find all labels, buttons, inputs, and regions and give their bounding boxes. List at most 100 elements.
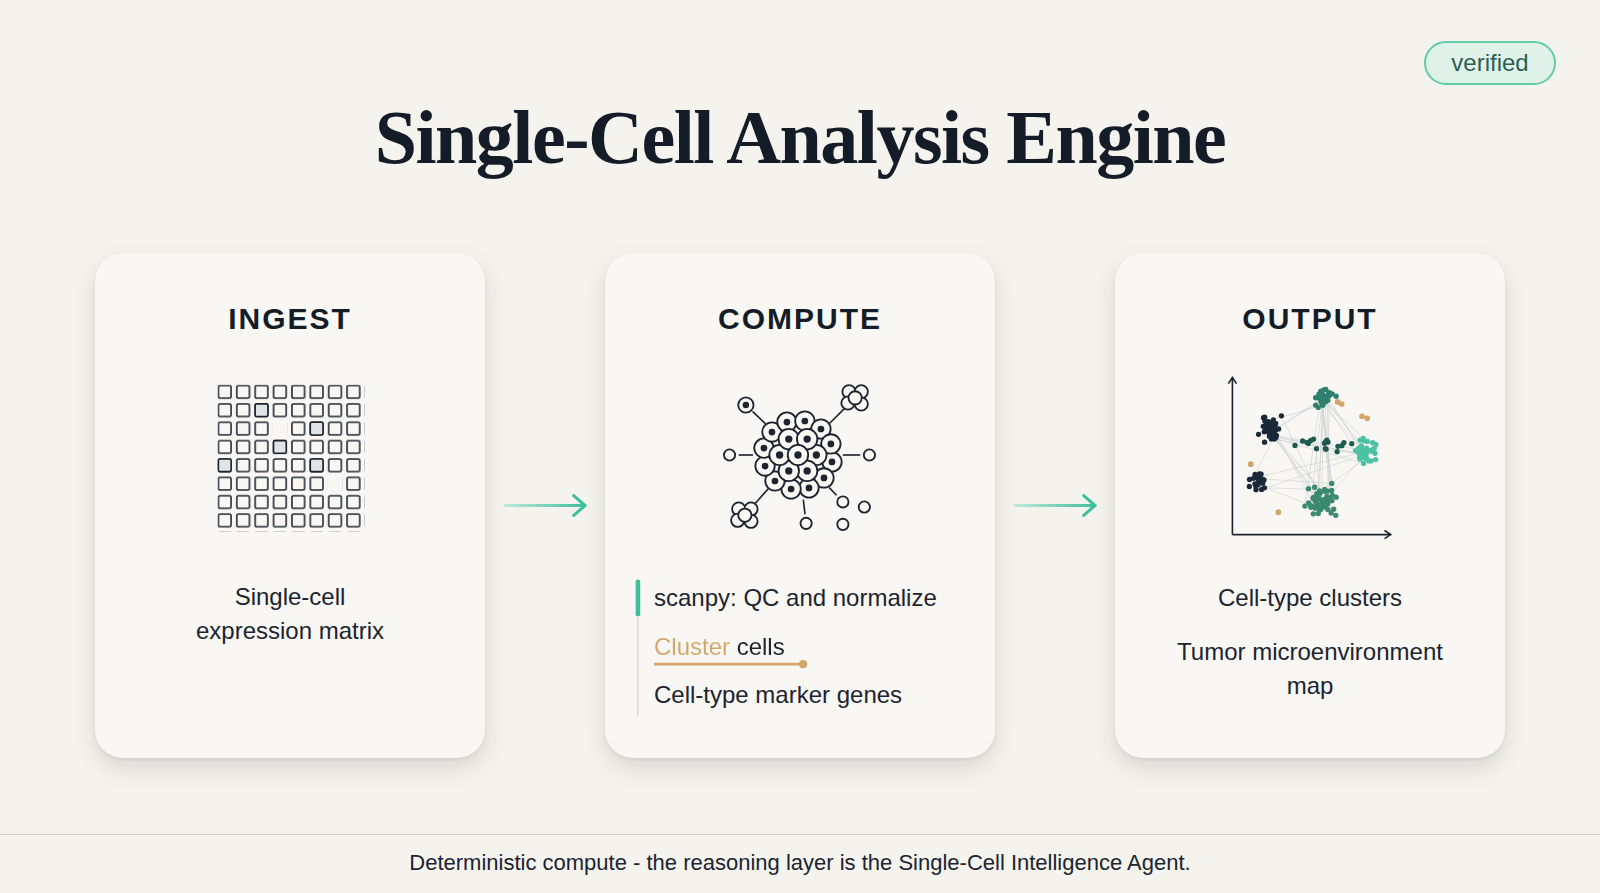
arrow-shaft (505, 504, 585, 507)
neighbor-link (1317, 458, 1366, 493)
cell-dot (1292, 443, 1297, 448)
cell-dot-rare (1359, 413, 1365, 419)
cell-dot (1341, 440, 1346, 445)
neighbor-link (1324, 401, 1360, 458)
neighbor-link (1271, 432, 1331, 500)
cell-dot (1313, 395, 1318, 400)
step-item: scanpy: QC and normalize (654, 581, 937, 615)
cell-nucleus (784, 419, 791, 426)
cell-nucleus (776, 451, 783, 458)
neighbor-link (1257, 453, 1361, 477)
neighbor-link (1323, 400, 1368, 441)
neighbor-link (1262, 454, 1366, 489)
cell-dot (1270, 421, 1275, 426)
cell-dot (1256, 432, 1261, 437)
neighbor-link (1323, 395, 1365, 454)
cell-outline (837, 496, 848, 507)
cell-dot (1372, 451, 1377, 456)
cell-outline (738, 509, 751, 522)
matrix-gaps (272, 421, 342, 491)
cell-dot (1321, 499, 1326, 504)
cell-dot (1366, 458, 1371, 463)
cell-dot (1327, 496, 1332, 501)
cell-dot (1312, 485, 1317, 490)
neighbor-link (1255, 438, 1273, 474)
flow-arrow (1015, 496, 1095, 516)
cell-dot (1252, 472, 1257, 477)
status-badge: verified (1424, 41, 1556, 85)
matrix-filled-cells (218, 404, 323, 472)
cell-nucleus (806, 485, 813, 492)
card-body: Single-cell expression matrix (180, 580, 400, 648)
cell-dot (1323, 387, 1328, 392)
cell-dot (1359, 443, 1364, 448)
cell-nucleus (794, 451, 801, 458)
cell-dot (1323, 447, 1328, 452)
cell-dot (1258, 471, 1263, 476)
cell-dot (1317, 504, 1322, 509)
card-heading: COMPUTE (605, 300, 995, 338)
arrow-head (1084, 496, 1095, 516)
cell-nucleus (801, 418, 808, 425)
cluster-link (803, 500, 805, 515)
cell-dot (1273, 427, 1278, 432)
flow-arrow (505, 496, 585, 516)
cell-dot (1361, 461, 1366, 466)
cell-nucleus (818, 426, 825, 433)
cell-dot (1373, 457, 1378, 462)
neighbor-link (1323, 405, 1361, 449)
cell-dot-rare (1248, 461, 1254, 467)
cell-dot (1279, 413, 1284, 418)
neighbor-link (1276, 401, 1321, 430)
cell-nucleus (829, 459, 836, 466)
cell-outline (738, 397, 753, 412)
badge-text: verified (1451, 49, 1528, 77)
cell-dot (1306, 441, 1311, 446)
step-item-highlight: Cluster cells (654, 630, 785, 664)
plot-axes (1228, 377, 1390, 538)
neighbor-link (1320, 493, 1336, 516)
cell-dot (1329, 481, 1334, 486)
stage-card: OUTPUTCell-type clustersTumor microenvir… (1115, 253, 1505, 758)
cell-dot (1357, 456, 1362, 461)
cell-dot (1333, 513, 1338, 518)
card-heading: OUTPUT (1115, 300, 1505, 338)
diagram-title: Single-Cell Analysis Engine (0, 99, 1600, 175)
cell-dot (1311, 436, 1316, 441)
cell-dot (1311, 495, 1316, 500)
cell-dot (1365, 439, 1370, 444)
cell-dot (1262, 418, 1267, 423)
cell-dot (1349, 441, 1354, 446)
cell-dot (1335, 449, 1340, 454)
cell-dot (1373, 442, 1378, 447)
cell-nucleus (803, 467, 810, 474)
neighbor-link (1328, 397, 1365, 455)
card-heading: INGEST (95, 300, 485, 338)
cluster-link (753, 411, 766, 424)
cell-dot (1306, 486, 1311, 491)
cell-dot (1358, 450, 1363, 455)
cell-nucleus (743, 402, 750, 409)
cell-dot (1364, 450, 1369, 455)
cell-outline (837, 519, 848, 530)
cell-dot (1253, 483, 1258, 488)
neighbor-link (1274, 429, 1315, 508)
cell-dot (1331, 507, 1336, 512)
diagram-caption: Deterministic compute - the reasoning la… (0, 849, 1600, 877)
cell-dot (1322, 489, 1327, 494)
cell-nucleus (827, 441, 834, 448)
card-body: Cell-type clusters (1135, 581, 1485, 615)
cell-dot (1324, 437, 1329, 442)
cluster-link (843, 454, 860, 456)
cell-dot-rare (1335, 399, 1341, 405)
cell-nucleus (785, 435, 792, 442)
stage-card: INGEST Single-cell expression matrix (95, 253, 485, 758)
cell-nucleus (788, 486, 795, 493)
neighbor-link (1274, 438, 1364, 463)
cell-dot (1311, 511, 1316, 516)
cell-outline (788, 445, 808, 465)
cell-outline (848, 391, 861, 404)
cell-nucleus (769, 429, 776, 436)
stage-card: COMPUTE scanpy: QC and normalizeCluster c… (605, 253, 995, 758)
